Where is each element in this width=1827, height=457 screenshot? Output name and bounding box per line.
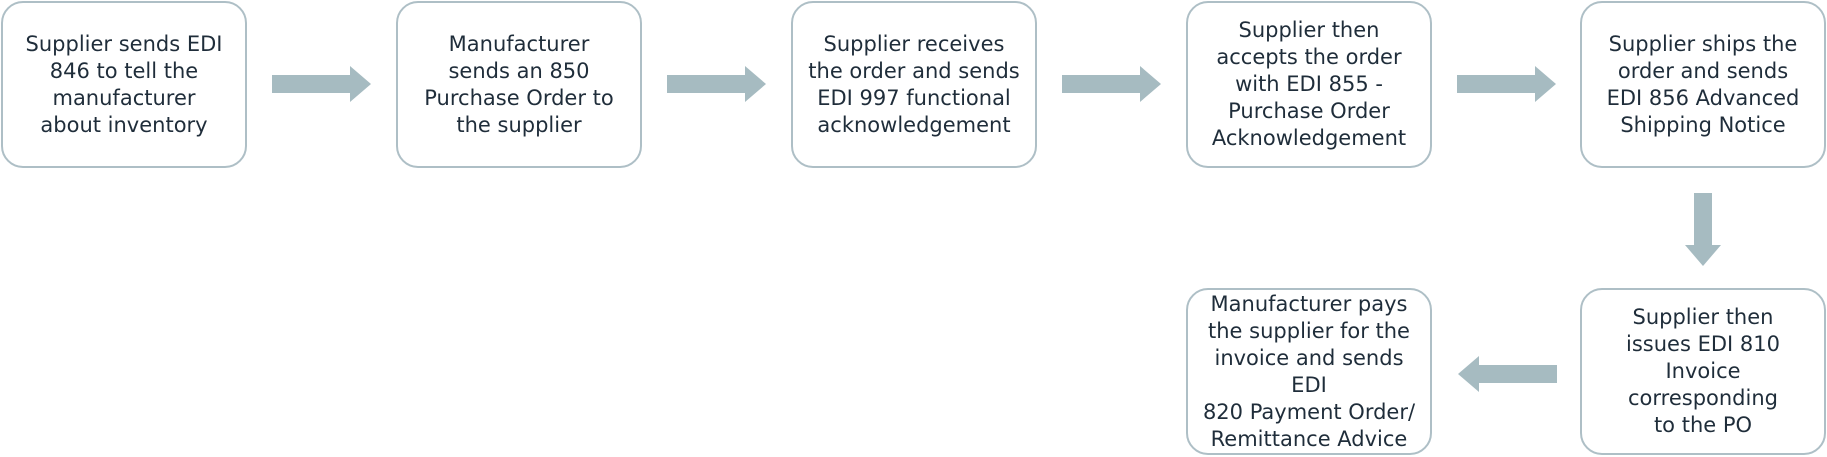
step-text-1: Supplier sends EDI 846 to tell the manuf… [25,31,223,137]
step-box-7: Manufacturer pays the supplier for the i… [1186,288,1432,455]
step-box-1: Supplier sends EDI 846 to tell the manuf… [1,1,247,168]
step-box-2: Manufacturer sends an 850 Purchase Order… [396,1,642,168]
step-text-4: Supplier then accepts the order with EDI… [1211,18,1407,150]
step-text-7: Manufacturer pays the supplier for the i… [1202,291,1416,451]
step-box-3: Supplier receives the order and sends ED… [791,1,1037,168]
arrow-down-icon [1685,193,1721,266]
step-text-6: Supplier then issues EDI 810 Invoice cor… [1626,305,1780,437]
step-text-5: Supplier ships the order and sends EDI 8… [1606,31,1800,137]
arrow-right-icon [272,66,371,102]
step-box-4: Supplier then accepts the order with EDI… [1186,1,1432,168]
arrow-right-icon [1062,66,1161,102]
arrow-right-icon [1457,66,1556,102]
step-text-2: Manufacturer sends an 850 Purchase Order… [424,31,614,137]
step-box-6: Supplier then issues EDI 810 Invoice cor… [1580,288,1826,455]
arrow-right-icon [667,66,766,102]
step-box-5: Supplier ships the order and sends EDI 8… [1580,1,1826,168]
step-text-3: Supplier receives the order and sends ED… [808,31,1020,137]
arrow-left-icon [1458,356,1557,392]
